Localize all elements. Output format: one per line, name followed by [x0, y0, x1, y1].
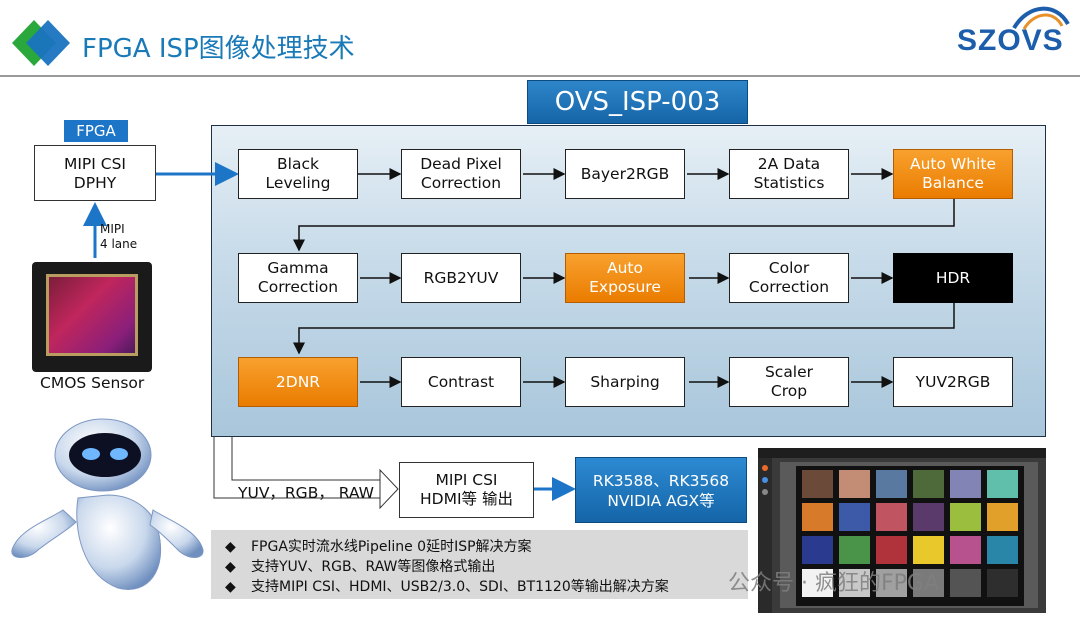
- isp-node-label: Gamma: [267, 259, 329, 277]
- color-patch: [876, 503, 907, 531]
- color-patch: [987, 503, 1018, 531]
- color-patch: [950, 470, 981, 498]
- isp-node-label: Leveling: [265, 174, 331, 192]
- color-patch: [987, 470, 1018, 498]
- cmos-sensor-caption: CMOS Sensor: [40, 374, 145, 392]
- note-item: ◆ 支持YUV、RGB、RAW等图像格式输出: [225, 556, 495, 576]
- note-text: FPGA实时流水线Pipeline 0延时ISP解决方案: [251, 539, 532, 555]
- lane-text: 4 lane: [100, 237, 138, 251]
- output-interface-box: MIPI CSI HDMI等 输出: [399, 462, 534, 518]
- target-line-2: NVIDIA AGX等: [607, 492, 715, 510]
- color-patch: [839, 536, 870, 564]
- target-platform-box: RK3588、RK3568 NVIDIA AGX等: [575, 457, 747, 523]
- color-patch: [802, 569, 833, 597]
- color-patch: [950, 569, 981, 597]
- isp-node-label: RGB2YUV: [423, 268, 499, 287]
- color-patch: [876, 536, 907, 564]
- isp-node-contrast: Contrast: [401, 357, 521, 407]
- isp-node-label: Balance: [922, 174, 984, 192]
- isp-node-label: Dead Pixel: [420, 155, 502, 173]
- color-patch: [950, 503, 981, 531]
- output-line-1: MIPI CSI: [435, 471, 498, 489]
- isp-node-label: Statistics: [753, 174, 825, 192]
- isp-node-label: Color: [768, 259, 810, 277]
- color-patch: [802, 536, 833, 564]
- isp-node-hdr: HDR: [893, 253, 1013, 303]
- color-patch: [839, 470, 870, 498]
- color-patch: [839, 569, 870, 597]
- company-logo: SZOVS: [957, 24, 1064, 57]
- color-patch: [913, 470, 944, 498]
- cmos-sensor-image: [32, 262, 152, 372]
- isp-node-label: Auto: [606, 259, 643, 277]
- color-patch: [987, 536, 1018, 564]
- isp-node-label: Crop: [770, 382, 808, 400]
- isp-node-bayer2rgb: Bayer2RGB: [565, 149, 685, 199]
- isp-node-label: 2A Data: [757, 155, 821, 173]
- output-formats-label: YUV，RGB， RAW: [238, 484, 374, 502]
- color-patch: [913, 536, 944, 564]
- isp-node-label: Correction: [748, 278, 830, 296]
- isp-node-label: Contrast: [427, 372, 495, 391]
- isp-node-label: Auto White: [910, 155, 996, 173]
- header-divider: [0, 75, 1080, 77]
- sensor-die: [46, 274, 138, 356]
- wechat-watermark: 公众号 · 疯狂的FPGA: [728, 571, 939, 596]
- isp-node-label: Sharping: [590, 372, 660, 391]
- isp-node-2dnr: 2DNR: [238, 357, 358, 407]
- isp-node-yuv2rgb: YUV2RGB: [893, 357, 1013, 407]
- note-item: ◆ FPGA实时流水线Pipeline 0延时ISP解决方案: [225, 536, 532, 556]
- output-line-2: HDMI等 输出: [420, 490, 513, 508]
- color-patch: [913, 569, 944, 597]
- color-patch: [839, 503, 870, 531]
- color-patch: [913, 503, 944, 531]
- diamond-bullet-icon: ◆: [225, 539, 236, 555]
- logo-swoosh-icon: [1012, 6, 1070, 30]
- isp-node-label: HDR: [935, 268, 971, 287]
- feature-notes: ◆ FPGA实时流水线Pipeline 0延时ISP解决方案 ◆ 支持YUV、RGB…: [211, 530, 748, 599]
- isp-node-label: Exposure: [589, 278, 661, 296]
- color-patch: [876, 470, 907, 498]
- isp-node-label: Black: [277, 155, 319, 173]
- brand-diamond-icon: [12, 20, 70, 66]
- isp-node-label: Correction: [420, 174, 502, 192]
- color-patch: [802, 503, 833, 531]
- diamond-bullet-icon: ◆: [225, 579, 236, 595]
- diamond-bullet-icon: ◆: [225, 559, 236, 575]
- dphy-label: DPHY: [73, 174, 117, 192]
- mipi-csi-label: MIPI CSI: [63, 155, 127, 173]
- page-title: FPGA ISP图像处理技术: [82, 34, 355, 64]
- color-checker-photo: [758, 448, 1046, 613]
- isp-node-label: 2DNR: [275, 372, 321, 391]
- color-patch: [802, 470, 833, 498]
- isp-node-label: Bayer2RGB: [580, 164, 670, 183]
- isp-node-sharping: Sharping: [565, 357, 685, 407]
- note-item: ◆ 支持MIPI CSI、HDMI、USB2/3.0、SDI、BT1120等输出解…: [225, 576, 669, 596]
- note-text: 支持YUV、RGB、RAW等图像格式输出: [251, 559, 496, 575]
- color-patch: [987, 569, 1018, 597]
- fpga-tag: FPGA: [64, 120, 128, 142]
- isp-node-label: Correction: [257, 278, 339, 296]
- isp-node-label: Scaler: [764, 363, 814, 381]
- product-banner: OVS_ISP-003: [527, 80, 748, 124]
- color-patch: [950, 536, 981, 564]
- mipi-lane-label: MIPI 4 lane: [100, 222, 137, 252]
- note-text: 支持MIPI CSI、HDMI、USB2/3.0、SDI、BT1120等输出解决…: [251, 579, 669, 595]
- mipi-csi-dphy-box: MIPI CSI DPHY: [34, 145, 156, 201]
- mipi-text: MIPI: [100, 222, 125, 236]
- isp-node-rgb2yuv: RGB2YUV: [401, 253, 521, 303]
- target-line-1: RK3588、RK3568: [592, 472, 730, 490]
- color-patch: [876, 569, 907, 597]
- robot-mascot-icon: [11, 418, 204, 590]
- isp-node-label: YUV2RGB: [915, 372, 991, 391]
